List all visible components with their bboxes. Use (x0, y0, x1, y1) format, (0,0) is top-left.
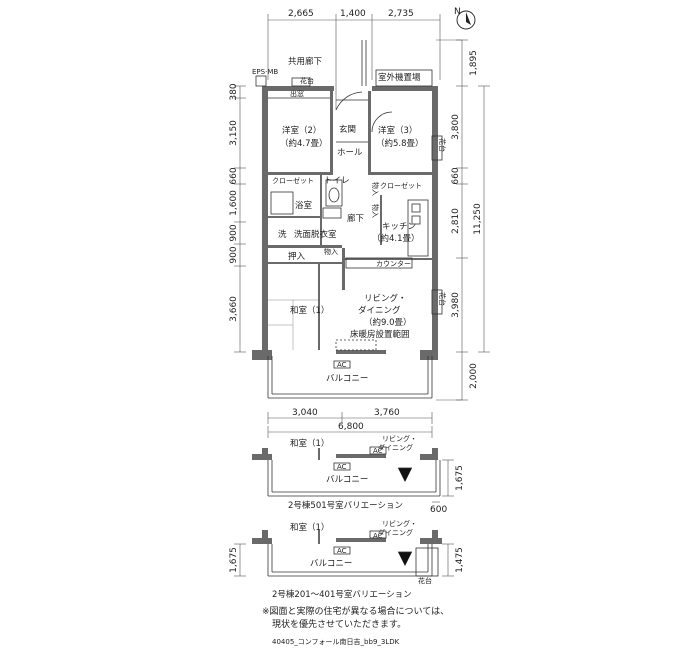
var1-dim-right: 1,675 (455, 465, 465, 491)
var2-caption: 2号棟201～401号室バリエーション (272, 589, 412, 600)
dim-right-1: 1,895 (469, 50, 479, 76)
hall-label: ホール (337, 148, 363, 158)
north-label: N (454, 7, 461, 17)
room3-label: 洋室（3） (378, 125, 417, 136)
left-dimensions: 380 3,150 660 1,600 900 900 3,660 (229, 83, 246, 353)
room2-label: 洋室（2） (282, 125, 321, 136)
japanese-room-label: 和室（1） (290, 305, 329, 316)
flower-box-side-label-2: 花台 (438, 292, 447, 306)
note-line-2: 現状を優先させていただきます。 (272, 618, 406, 630)
dim-bottom-total: 6,800 (338, 422, 364, 432)
var2-ac-b: AC (337, 547, 347, 555)
balcony-label: バルコニー (326, 374, 368, 384)
balcony (267, 356, 433, 399)
variation-1: 和室（1） リビング・ ダイニング AC AC バルコニー 1,675 600 … (252, 434, 465, 515)
fixtures (255, 40, 443, 351)
room3-size: （約5.8畳） (376, 138, 424, 149)
dim-left-4: 1,600 (229, 190, 239, 216)
var2-ac-a: AC (373, 532, 383, 540)
storage-b-label: 物入 (371, 204, 380, 218)
var2-dim-right: 1,475 (455, 547, 465, 573)
note-line-1: ※図面と実際の住宅が異なる場合については、 (262, 605, 449, 617)
tatami (268, 299, 318, 350)
var2-balcony: バルコニー (310, 559, 352, 569)
dim-top-3: 2,735 (388, 9, 414, 19)
dim-right-3: 660 (451, 167, 461, 184)
eps-mb-label: EPS·MB (252, 68, 278, 76)
living-size: （約9.0畳） (364, 317, 412, 328)
var1-ac-b: AC (337, 463, 347, 471)
footer-code: 40405_コンフォール南日吉_bb9_3LDK (272, 637, 400, 646)
dim-right-2: 3,800 (451, 114, 461, 140)
dining-label: ダイニング (358, 305, 401, 316)
dim-left-2: 3,150 (229, 120, 239, 146)
main-labels: 共用廊下 EPS·MB 花台 出窓 室外機置場 洋室（2） （約4.7畳） 玄関… (252, 56, 447, 384)
dim-bottom-1: 3,040 (292, 408, 318, 418)
var1-dining: ダイニング (378, 443, 413, 452)
var2-living: リビング・ (382, 519, 417, 528)
living-label: リビング・ (364, 293, 407, 304)
walls (252, 86, 438, 360)
storage-c-label: 物入 (324, 247, 338, 256)
dim-bottom-2: 3,760 (374, 408, 400, 418)
bath-label: 浴室 (295, 200, 313, 211)
var2-flower-box: 花台 (418, 576, 432, 585)
var1-dim-bottom: 600 (430, 505, 447, 515)
dim-left-3: 660 (229, 167, 239, 184)
closet-left-label: クローゼット (272, 176, 314, 185)
var1-ac-a: AC (373, 447, 383, 455)
var2-dim-left: 1,675 (229, 547, 239, 573)
dim-top-2: 1,400 (340, 9, 366, 19)
dim-left-5: 900 (229, 224, 239, 241)
top-dimensions: 2,665 1,400 2,735 (267, 9, 441, 110)
wash-label: 洗 (278, 229, 287, 240)
corridor-label: 廊下 (347, 213, 365, 224)
var2-japanese-room: 和室（1） (290, 522, 329, 533)
dim-right-4: 2,810 (451, 208, 461, 234)
north-arrow-icon: N (454, 7, 476, 30)
var1-japanese-room: 和室（1） (290, 438, 329, 449)
flower-box-top-label: 花台 (300, 76, 314, 85)
dim-left-1: 380 (229, 83, 239, 100)
ac-main-label: AC (337, 361, 347, 369)
dim-left-7: 3,660 (229, 296, 239, 322)
kitchen-size: （約4.1畳） (372, 233, 420, 244)
flower-box-side-label-1: 花台 (438, 138, 447, 152)
var1-balcony: バルコニー (326, 475, 368, 485)
washroom-label: 洗面脱衣室 (294, 229, 337, 240)
var1-living: リビング・ (382, 434, 417, 443)
bottom-dimensions: 3,040 3,760 6,800 (267, 408, 433, 438)
dim-top-1: 2,665 (288, 9, 314, 19)
dim-right-5: 3,980 (451, 292, 461, 318)
variation-2: 和室（1） リビング・ ダイニング AC AC バルコニー 花台 1,675 1… (229, 519, 465, 600)
counter-label: カウンター (376, 259, 411, 268)
common-corridor-label: 共用廊下 (288, 56, 323, 67)
toilet-label: トイレ (324, 176, 350, 186)
dim-right-total: 11,250 (473, 203, 483, 235)
kitchen-label: キッチン (382, 222, 416, 232)
closet-right-label: クローゼット (380, 181, 422, 190)
oshiire-label: 押入 (288, 251, 306, 262)
outdoor-unit-label: 室外機置場 (378, 72, 421, 83)
floor-heating-label: 床暖房設置範囲 (350, 329, 410, 340)
storage-top-label: 出窓 (290, 89, 304, 98)
storage-a-label: 物入 (371, 182, 380, 196)
dim-left-6: 900 (229, 246, 239, 263)
right-dimensions: 1,895 3,800 660 2,810 3,980 2,000 11,250 (436, 39, 490, 401)
entrance-label: 玄関 (339, 124, 356, 135)
room2-size: （約4.7畳） (280, 138, 328, 149)
var2-dining: ダイニング (378, 528, 413, 537)
var1-caption: 2号棟501号室バリエーション (288, 500, 403, 511)
dim-right-6: 2,000 (469, 363, 479, 389)
